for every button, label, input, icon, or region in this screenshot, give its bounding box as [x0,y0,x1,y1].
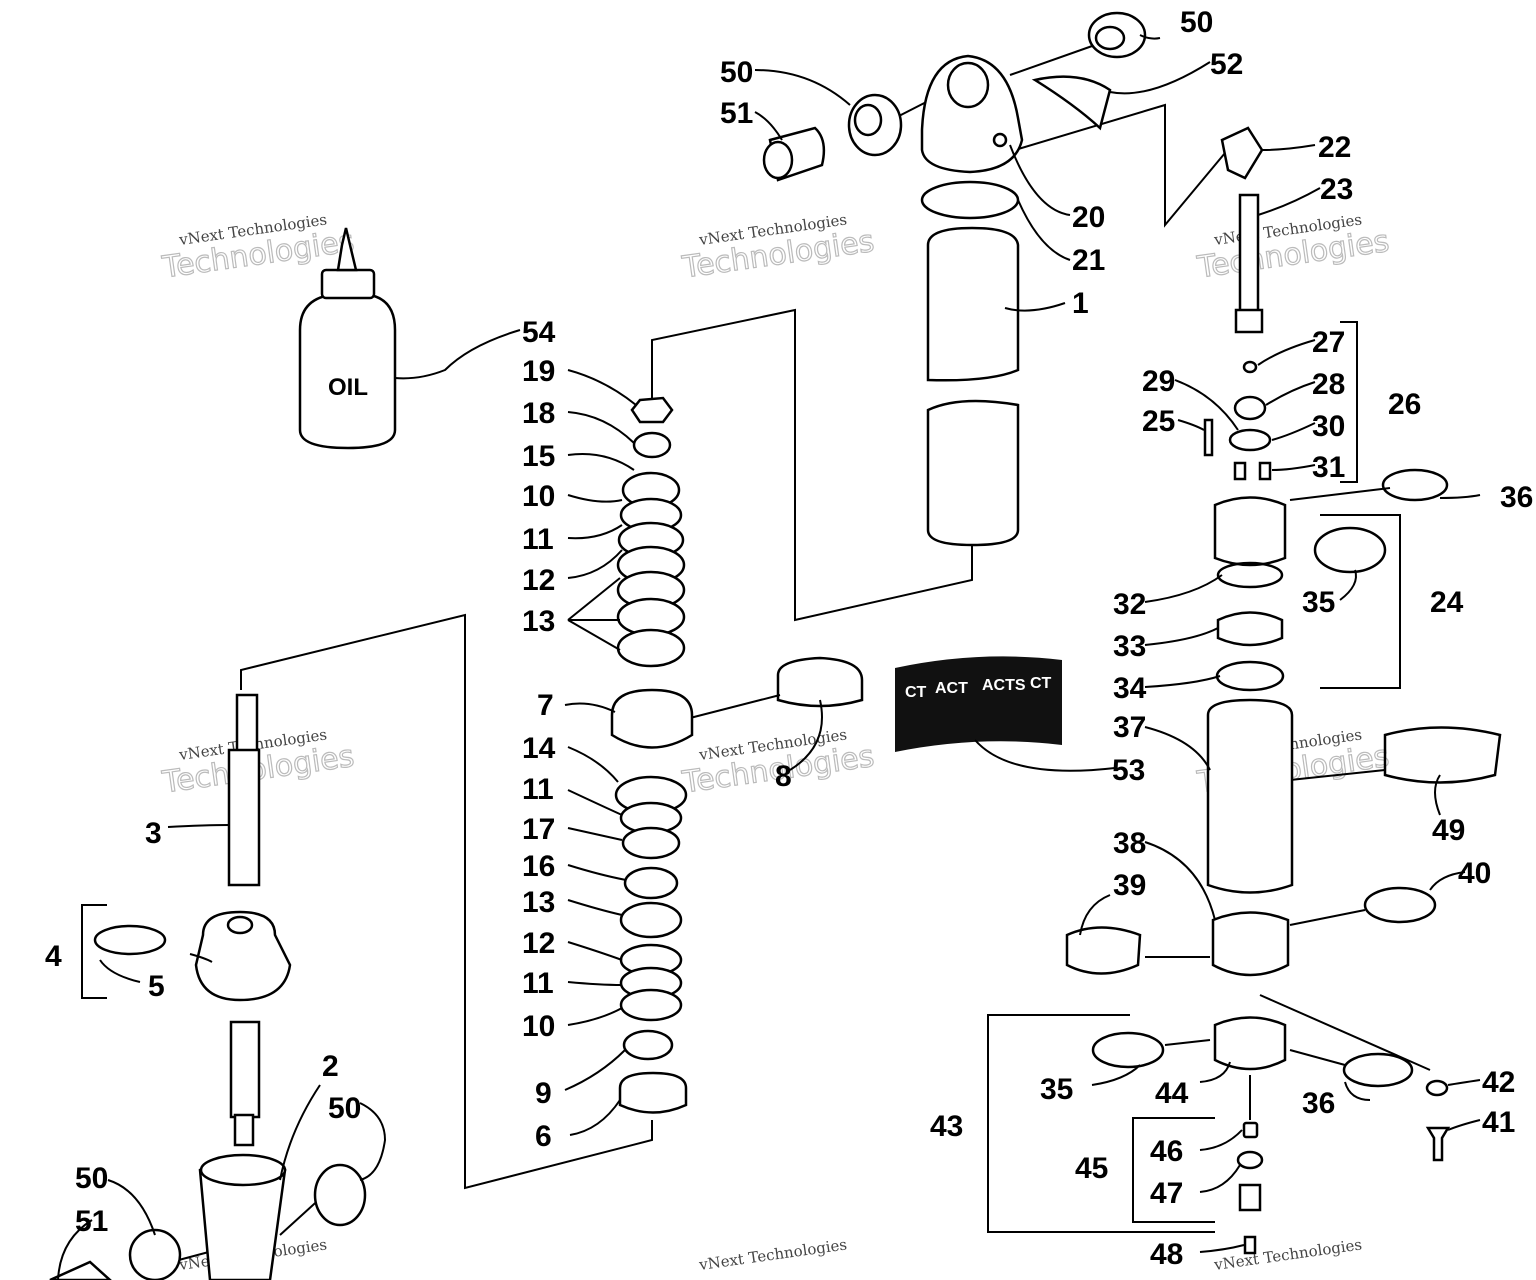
callout-27: 27 [1312,326,1345,359]
callout-6: 6 [535,1120,552,1153]
callout-23: 23 [1320,173,1353,206]
callout-36: 36 [1302,1087,1335,1120]
callout-7: 7 [537,689,554,722]
watermark: vNext Technologies Technologies [679,210,877,286]
callout-21: 21 [1072,244,1105,277]
callout-5: 5 [148,970,165,1003]
callout-46: 46 [1150,1135,1183,1168]
callout-26: 26 [1388,388,1421,421]
callout-12: 12 [522,927,555,960]
watermark: vNext Technologies [697,1235,848,1274]
oil-label: OIL [328,374,368,401]
watermark-text: vNext Technologies [1212,1235,1363,1274]
callout-1: 1 [1072,287,1089,320]
callout-51: 51 [720,97,753,130]
reservoir-assembly [1065,126,1502,1255]
callout-35: 35 [1302,586,1335,619]
shock-body [926,226,1020,547]
callout-25: 25 [1142,405,1175,438]
callout-47: 47 [1150,1177,1183,1210]
callout-11: 11 [522,773,554,806]
callout-leaders [57,34,1481,1280]
callout-18: 18 [522,397,555,430]
callout-13: 13 [522,886,555,919]
callout-13: 13 [522,605,555,638]
callout-12: 12 [522,564,555,597]
callout-32: 32 [1113,588,1146,621]
callout-54: 54 [522,316,556,349]
callout-39: 39 [1113,869,1146,902]
callout-19: 19 [522,355,555,388]
assembly-guide-lines [159,44,1431,1266]
callout-2: 2 [322,1050,339,1083]
piston-stack [610,396,694,1114]
bushing [762,11,1147,182]
callout-28: 28 [1312,368,1345,401]
callout-17: 17 [522,813,555,846]
callout-53: 53 [1112,754,1145,787]
callout-16: 16 [522,850,555,883]
callout-50: 50 [328,1092,361,1125]
callout-52: 52 [1210,48,1243,81]
callout-labels: 1234567891011121314111716131211101518192… [45,6,1533,1271]
spacer [1031,75,1112,131]
o-ring [920,180,1020,220]
callout-10: 10 [522,1010,555,1043]
callout-50: 50 [75,1162,108,1195]
callout-48: 48 [1150,1238,1183,1271]
callout-50: 50 [1180,6,1213,39]
decal-text: CT [905,684,927,701]
decal: CT ACT ACTS CT [895,656,1062,752]
callout-34: 34 [1113,672,1147,705]
callout-10: 10 [522,480,555,513]
callout-33: 33 [1113,630,1146,663]
callout-51: 51 [75,1205,108,1238]
decal-text: ACT [935,680,968,697]
callout-29: 29 [1142,365,1175,398]
lower-eyelet [49,1153,367,1280]
upper-eyelet [920,54,1024,174]
callout-14: 14 [522,732,556,765]
callout-11: 11 [522,967,554,1000]
callout-3: 3 [145,817,162,850]
callout-40: 40 [1458,857,1491,890]
callout-37: 37 [1113,711,1146,744]
callout-15: 15 [522,440,555,473]
callout-36: 36 [1500,481,1533,514]
callout-44: 44 [1155,1077,1189,1110]
shaft [93,693,292,1147]
callout-49: 49 [1432,814,1465,847]
wear-band [776,656,864,708]
callout-30: 30 [1312,410,1345,443]
callout-24: 24 [1430,586,1464,619]
callout-42: 42 [1482,1066,1515,1099]
decal-text: ACTS [982,677,1026,694]
callout-4: 4 [45,940,62,973]
group-brackets [81,321,1401,1233]
watermark: vNext Technologies Technologies [1194,210,1392,286]
callout-38: 38 [1113,827,1146,860]
callout-50: 50 [720,56,753,89]
callout-11: 11 [522,523,554,556]
callout-22: 22 [1318,131,1351,164]
callout-41: 41 [1482,1106,1515,1139]
callout-20: 20 [1072,201,1105,234]
decal-text: CT [1030,675,1052,692]
callout-31: 31 [1312,451,1345,484]
watermark-text: vNext Technologies [697,1235,848,1274]
callout-35: 35 [1040,1073,1073,1106]
callout-9: 9 [535,1077,552,1110]
oil-bottle: OIL [298,227,397,450]
watermark: vNext Technologies [1212,1235,1363,1274]
callout-43: 43 [930,1110,963,1143]
callout-8: 8 [775,760,792,793]
callout-45: 45 [1075,1152,1108,1185]
